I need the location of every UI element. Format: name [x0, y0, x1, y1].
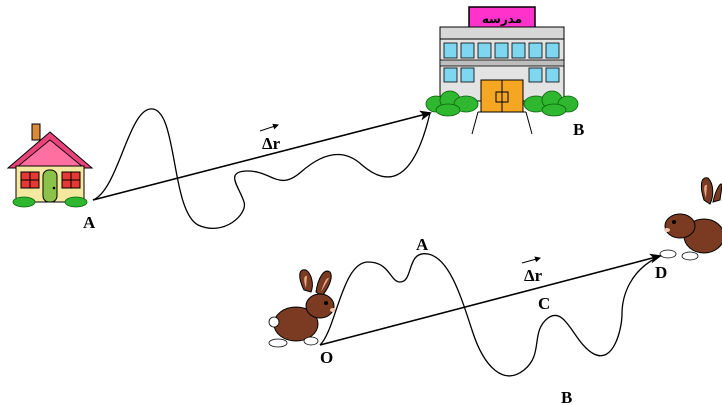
scene2-displacement-arrow [319, 253, 662, 346]
scene2-label-b: B [561, 388, 572, 405]
scene2-label-a: A [416, 235, 429, 254]
school-icon: مدرسه [425, 6, 579, 135]
school-sign-text: مدرسه [482, 12, 522, 26]
scene1-path [92, 108, 431, 229]
rabbit-icon [268, 269, 336, 348]
scene1-label-start: A [83, 213, 96, 232]
scene1-label-end: B [573, 120, 584, 139]
scene1-displacement-arrow [92, 110, 432, 201]
scene2-label-end: D [655, 263, 667, 282]
scene2-path [319, 253, 661, 377]
scene2-vector-text: Δr [524, 266, 543, 285]
scene1-vector-label: Δr [259, 123, 281, 153]
scene2-label-c: C [538, 294, 550, 313]
scene1-vector-text: Δr [262, 134, 281, 153]
scene2-vector-label: Δr [521, 256, 543, 285]
scene2-label-origin: O [320, 348, 333, 367]
rabbit-icon [659, 177, 722, 261]
house-icon [6, 123, 94, 208]
